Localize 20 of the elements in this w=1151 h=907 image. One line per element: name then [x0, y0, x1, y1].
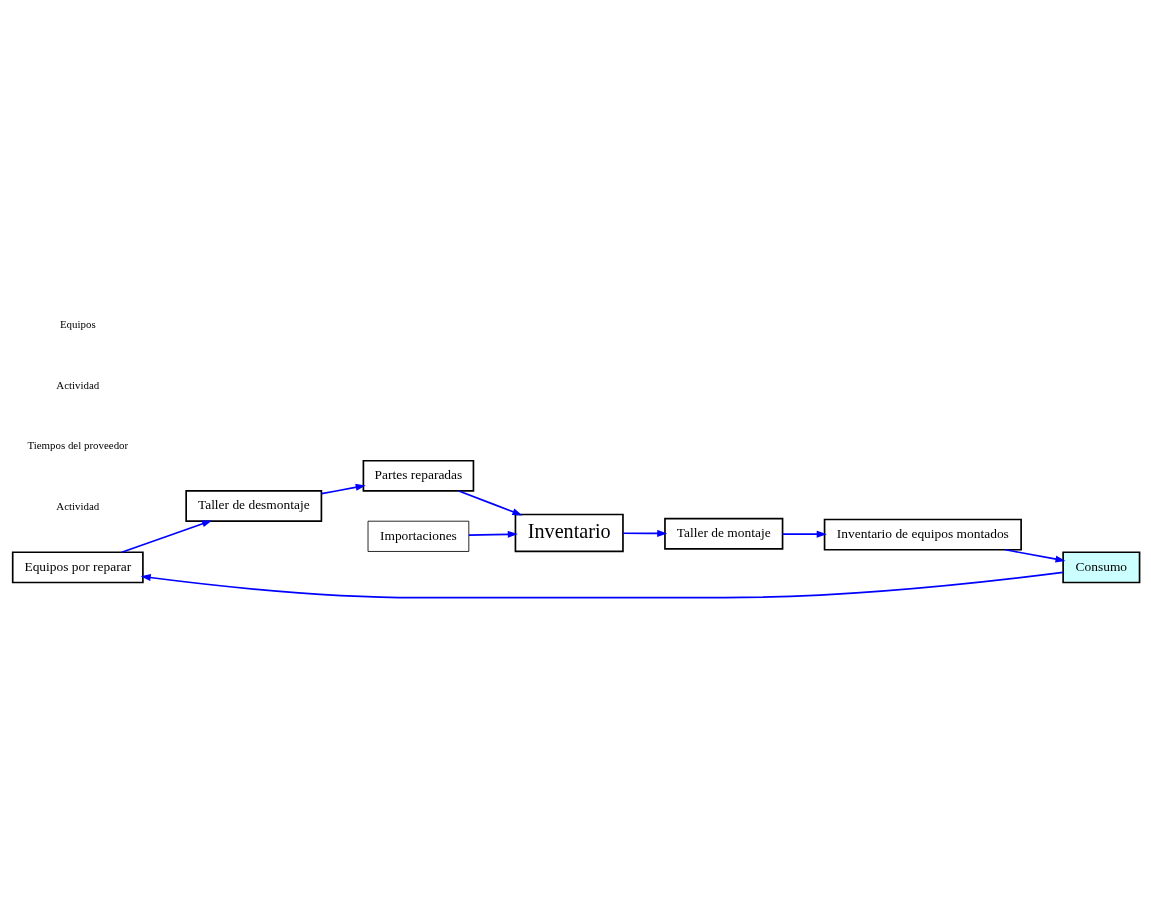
node-box: Consumo	[1062, 550, 1141, 583]
node-box: Inventario de equipos montados	[823, 518, 1022, 551]
arrow	[1004, 548, 1066, 563]
arrow	[468, 530, 518, 538]
label: Equipos	[59, 317, 96, 330]
arrow	[140, 571, 1064, 598]
node-box: Taller de desmontaje	[185, 489, 323, 522]
arrow	[120, 519, 213, 553]
arrow	[781, 530, 827, 538]
label: Actividad	[56, 378, 100, 391]
node-box: Taller de montaje	[664, 517, 784, 550]
node-box: Importaciones	[367, 520, 470, 552]
label: Actividad	[56, 499, 100, 512]
arrow	[320, 483, 366, 494]
node-box: Equipos por reparar	[11, 550, 144, 583]
arrow	[622, 529, 668, 537]
node-box: Partes reparadas	[362, 459, 475, 492]
label: Tiempos del proveedor	[27, 438, 129, 451]
node-box: Inventario	[514, 513, 624, 552]
arrow	[458, 489, 523, 515]
